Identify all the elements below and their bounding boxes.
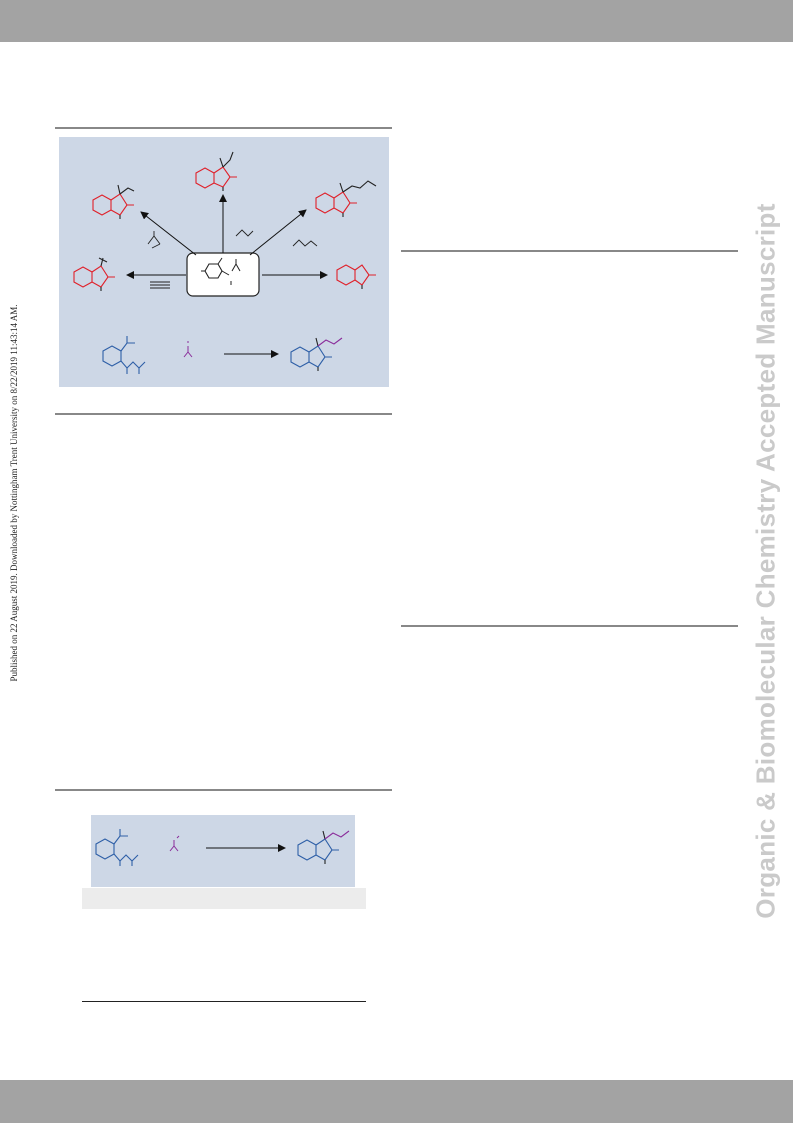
rule-scheme-bottom bbox=[55, 413, 392, 415]
footer-band bbox=[0, 1080, 793, 1123]
reaction-arrows bbox=[126, 194, 328, 279]
central-substrate bbox=[186, 252, 260, 297]
table-substrate bbox=[95, 829, 139, 866]
reagent-labels bbox=[147, 229, 318, 289]
product-oxindole-left bbox=[73, 257, 115, 291]
product-oxindole-allyl bbox=[315, 180, 377, 217]
product-blue bbox=[290, 337, 343, 371]
substrate-blue bbox=[102, 336, 146, 374]
rule-right-1 bbox=[401, 250, 738, 252]
table-header-bar bbox=[82, 888, 366, 909]
header-band bbox=[0, 0, 793, 42]
product-oxindole-quaternary bbox=[92, 184, 135, 219]
product-oxindole-right bbox=[336, 264, 376, 289]
product-oxindole-top bbox=[195, 151, 237, 191]
rule-table-bottom bbox=[82, 1001, 366, 1002]
rule-right-2 bbox=[401, 625, 738, 627]
table-product bbox=[297, 830, 350, 864]
table-reagent bbox=[169, 835, 180, 852]
rule-table-top bbox=[55, 789, 392, 791]
reagent-purple bbox=[183, 341, 193, 358]
rule-scheme-top bbox=[55, 127, 392, 129]
